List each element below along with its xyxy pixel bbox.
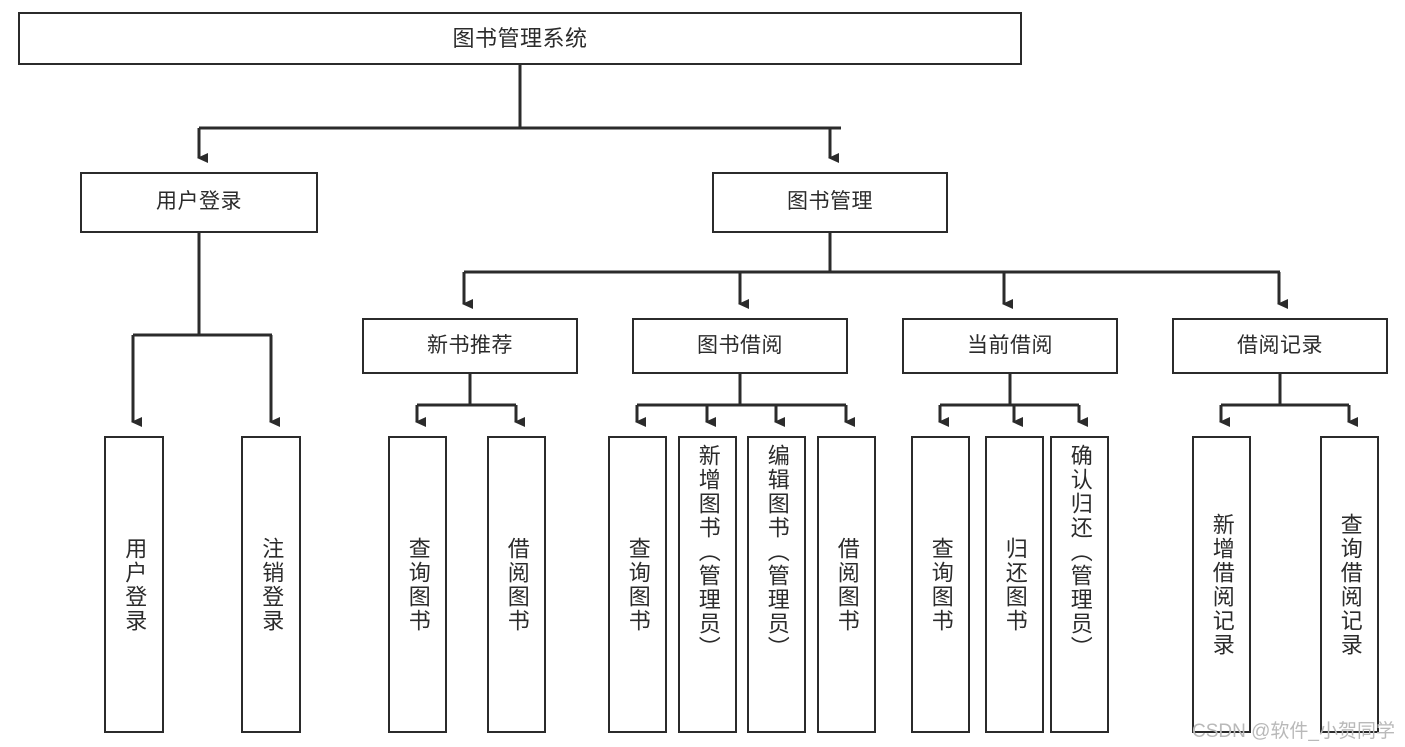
leaf-label: 新增借阅记录 <box>1209 512 1235 657</box>
node-new-book-recommend[interactable]: 新书推荐 <box>362 318 578 374</box>
node-user-login[interactable]: 用户登录 <box>80 172 318 233</box>
node-root-system[interactable]: 图书管理系统 <box>18 12 1022 65</box>
leaf-label: 查询图书 <box>405 536 431 633</box>
node-book-management[interactable]: 图书管理 <box>712 172 948 233</box>
leaf-label: 查询图书 <box>625 536 651 633</box>
leaf-query-borrow-record[interactable]: 查询借阅记录 <box>1320 436 1379 733</box>
leaf-add-borrow-record[interactable]: 新增借阅记录 <box>1192 436 1251 733</box>
leaf-confirm-return-admin[interactable]: 确认归还（管理员） <box>1050 436 1109 733</box>
leaf-borrow-book-recommend[interactable]: 借阅图书 <box>487 436 546 733</box>
node-label: 当前借阅 <box>967 333 1053 357</box>
leaf-logout[interactable]: 注销登录 <box>241 436 301 733</box>
leaf-label: 借阅图书 <box>504 536 530 633</box>
leaf-add-book-admin[interactable]: 新增图书（管理员） <box>678 436 737 733</box>
node-label: 新书推荐 <box>427 333 513 357</box>
leaf-label: 用户登录 <box>122 536 148 633</box>
leaf-query-book-recommend[interactable]: 查询图书 <box>388 436 447 733</box>
node-label: 图书管理 <box>787 190 873 214</box>
node-label: 图书借阅 <box>697 333 783 357</box>
node-current-borrow[interactable]: 当前借阅 <box>902 318 1118 374</box>
leaf-return-book[interactable]: 归还图书 <box>985 436 1044 733</box>
node-label: 图书管理系统 <box>452 25 588 51</box>
leaf-label: 确认归还（管理员） <box>1067 444 1093 660</box>
leaf-lend-book[interactable]: 借阅图书 <box>817 436 876 733</box>
leaf-label: 注销登录 <box>259 536 285 633</box>
leaf-label: 查询图书 <box>928 536 954 633</box>
leaf-user-login[interactable]: 用户登录 <box>104 436 164 733</box>
leaf-label: 查询借阅记录 <box>1337 512 1363 657</box>
leaf-label: 借阅图书 <box>834 536 860 633</box>
leaf-edit-book-admin[interactable]: 编辑图书（管理员） <box>747 436 806 733</box>
leaf-query-book-borrow[interactable]: 查询图书 <box>608 436 667 733</box>
leaf-query-book-current[interactable]: 查询图书 <box>911 436 970 733</box>
leaf-label: 编辑图书（管理员） <box>764 444 790 660</box>
node-label: 借阅记录 <box>1237 333 1323 357</box>
node-borrow-record[interactable]: 借阅记录 <box>1172 318 1388 374</box>
leaf-label: 新增图书（管理员） <box>695 444 721 660</box>
leaf-label: 归还图书 <box>1002 536 1028 633</box>
node-book-borrow[interactable]: 图书借阅 <box>632 318 848 374</box>
node-label: 用户登录 <box>156 190 242 214</box>
